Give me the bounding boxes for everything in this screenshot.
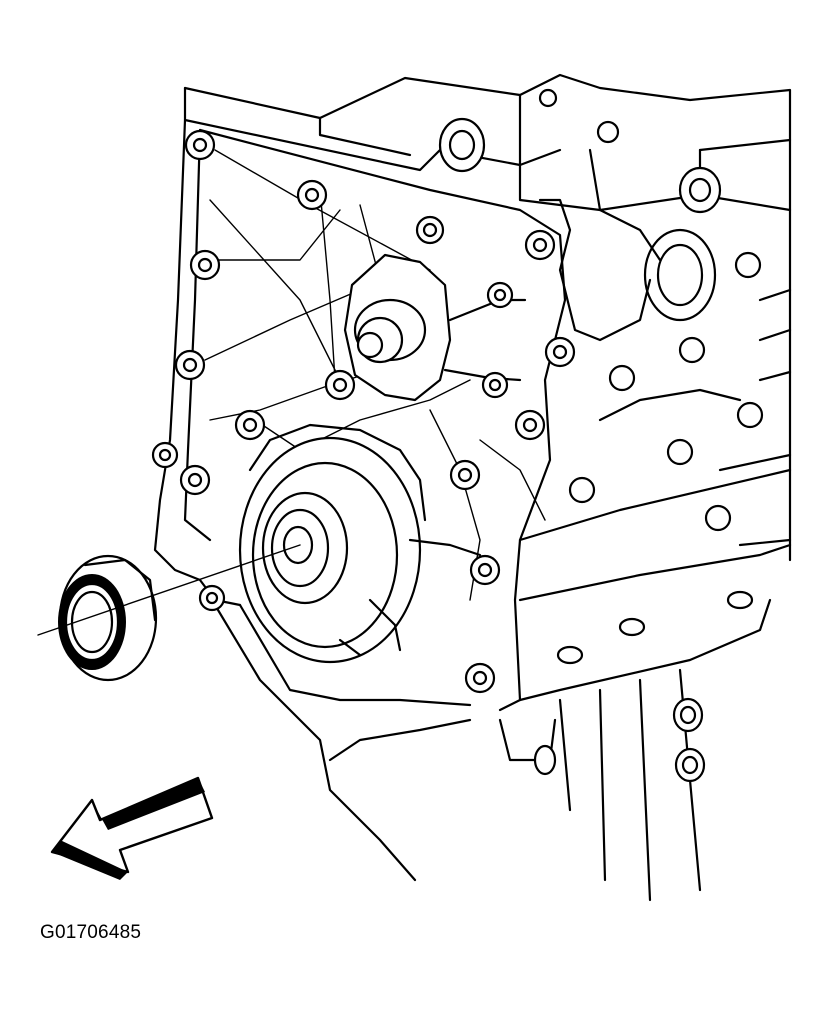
bolt bbox=[544, 336, 576, 368]
front-cover-plate bbox=[153, 118, 567, 712]
engine-block-outline bbox=[183, 73, 792, 562]
bolt bbox=[469, 554, 501, 586]
cover-bolts bbox=[151, 129, 576, 694]
bolt bbox=[174, 349, 206, 381]
figure-id-label: G01706485 bbox=[40, 922, 142, 943]
block-bosses bbox=[438, 88, 764, 532]
crankshaft-seal-bore bbox=[238, 423, 482, 664]
alignment-centerline bbox=[37, 544, 301, 636]
bolt bbox=[184, 129, 216, 161]
direction-arrow-icon bbox=[50, 776, 214, 880]
bolt bbox=[524, 229, 556, 261]
bolt bbox=[449, 459, 481, 491]
bolt bbox=[464, 662, 496, 694]
bolt bbox=[514, 409, 546, 441]
bolt bbox=[234, 409, 266, 441]
front-crankshaft-oil-seal bbox=[58, 554, 158, 682]
bolt bbox=[415, 215, 445, 245]
water-pump-hub bbox=[343, 253, 527, 402]
bolt bbox=[151, 441, 179, 469]
bolt bbox=[481, 371, 509, 399]
bolt bbox=[296, 179, 328, 211]
bolt bbox=[486, 281, 514, 309]
bolt bbox=[324, 369, 356, 401]
oil-pan-lower bbox=[213, 468, 792, 902]
bolt bbox=[198, 584, 226, 612]
bolt bbox=[179, 464, 211, 496]
bolt bbox=[189, 249, 221, 281]
